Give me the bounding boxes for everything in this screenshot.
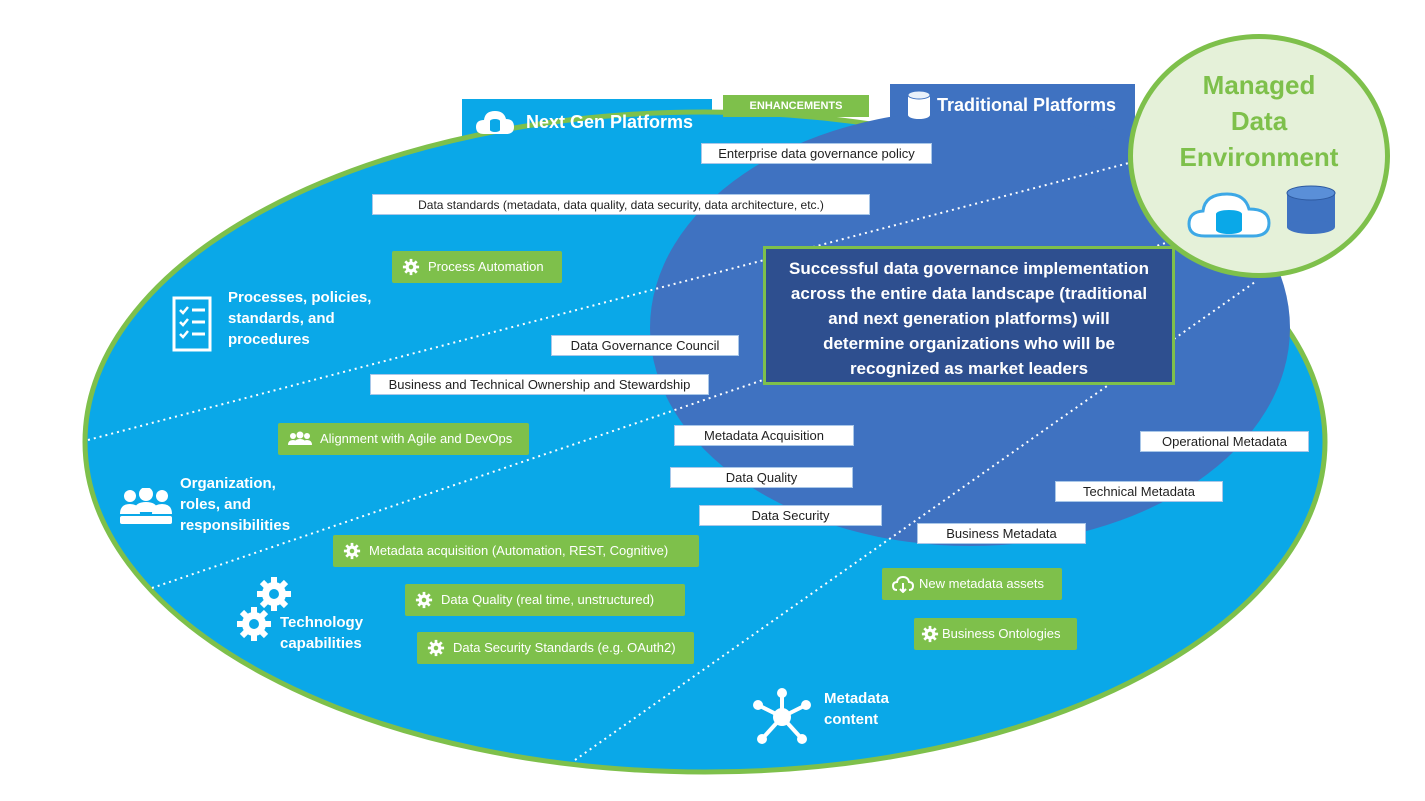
capability-process-automation: Process Automation <box>392 251 562 283</box>
cloud-database-icon <box>476 111 514 134</box>
capability-metadata-acquisition-label: Metadata acquisition (Automation, REST, … <box>369 543 669 558</box>
next-gen-tab-label: Next Gen Platforms <box>526 111 694 132</box>
managed-line-1: Managed <box>1202 70 1316 100</box>
capability-agile-devops-label: Alignment with Agile and DevOps <box>320 431 513 446</box>
capability-security-standards-label: Data Security Standards (e.g. OAuth2) <box>453 640 676 655</box>
category-processes: Processes, policies, standards, and proc… <box>228 287 371 350</box>
gear-icon <box>343 542 361 560</box>
headline-line-2: across the entire data landscape (tradit… <box>790 284 1148 303</box>
capability-agile-devops: Alignment with Agile and DevOps <box>278 423 529 455</box>
category-metadata-line-2: content <box>824 711 879 728</box>
managed-line-3: Environment <box>1179 142 1339 172</box>
cloud-download-icon <box>892 575 914 593</box>
capability-new-assets-label: New metadata assets <box>919 576 1045 591</box>
people-group-icon <box>120 488 172 524</box>
capability-metadata-acquisition: Metadata acquisition (Automation, REST, … <box>333 535 699 567</box>
label-business-metadata: Business Metadata <box>917 523 1086 544</box>
headline-box: Successful data governance implementatio… <box>763 246 1175 385</box>
managed-data-environment-circle: Managed Data Environment <box>1128 34 1390 278</box>
divider-line-3 <box>574 281 1256 761</box>
category-organization-line-1: Organization, <box>180 475 276 492</box>
headline-line-4: determine organizations who will be <box>823 334 1115 353</box>
category-processes-line-2: standards, and <box>228 310 335 327</box>
label-data-quality: Data Quality <box>670 467 853 488</box>
next-gen-tab: Next Gen Platforms <box>474 104 693 140</box>
label-data-security: Data Security <box>699 505 882 526</box>
headline-line-1: Successful data governance implementatio… <box>789 259 1149 278</box>
label-technical-metadata: Technical Metadata <box>1055 481 1223 502</box>
gear-icon <box>921 625 939 643</box>
gear-icon <box>402 258 420 276</box>
traditional-tab-label: Traditional Platforms <box>937 94 1117 115</box>
headline-line-3: and next generation platforms) will <box>828 309 1110 328</box>
category-processes-line-3: procedures <box>228 331 310 348</box>
capability-data-quality: Data Quality (real time, unstructured) <box>405 584 685 616</box>
category-processes-line-1: Processes, policies, <box>228 289 372 306</box>
cloud-icon <box>1187 192 1271 238</box>
database-icon <box>907 90 931 119</box>
gears-icon <box>237 577 291 641</box>
capability-new-assets: New metadata assets <box>882 568 1062 600</box>
capability-process-automation-label: Process Automation <box>428 259 544 274</box>
headline-line-5: recognized as market leaders <box>849 359 1089 378</box>
capability-ontologies-label: Business Ontologies <box>942 626 1061 641</box>
label-enterprise-policy: Enterprise data governance policy <box>701 143 932 164</box>
database-cylinder-icon <box>1286 185 1336 234</box>
label-data-standards: Data standards (metadata, data quality, … <box>372 194 870 215</box>
gear-icon <box>427 639 445 657</box>
category-metadata: Metadata content <box>824 688 889 730</box>
capability-security-standards: Data Security Standards (e.g. OAuth2) <box>417 632 694 664</box>
capability-data-quality-label: Data Quality (real time, unstructured) <box>441 592 655 607</box>
label-ownership: Business and Technical Ownership and Ste… <box>370 374 709 395</box>
label-governance-council: Data Governance Council <box>551 335 739 356</box>
label-operational-metadata: Operational Metadata <box>1140 431 1309 452</box>
label-metadata-acquisition: Metadata Acquisition <box>674 425 854 446</box>
divider-line-2 <box>151 237 1181 589</box>
checklist-icon <box>172 296 212 352</box>
category-organization: Organization, roles, and responsibilitie… <box>180 473 290 536</box>
category-technology-line-1: Technology <box>280 614 364 631</box>
capability-ontologies: Business Ontologies <box>914 618 1077 650</box>
category-technology-line-2: capabilities <box>280 635 362 652</box>
category-organization-line-2: roles, and <box>180 496 251 513</box>
gear-icon <box>415 591 433 609</box>
managed-line-2: Data <box>1230 106 1288 136</box>
enhancements-label: ENHANCEMENTS <box>723 95 869 117</box>
people-icon <box>288 431 312 445</box>
category-metadata-line-1: Metadata <box>824 690 890 707</box>
category-technology: Technology capabilities <box>280 612 363 654</box>
category-organization-line-3: responsibilities <box>180 517 291 534</box>
divider-line-1 <box>87 159 1141 441</box>
network-hub-icon <box>753 688 811 744</box>
traditional-tab: Traditional Platforms <box>906 88 1116 122</box>
